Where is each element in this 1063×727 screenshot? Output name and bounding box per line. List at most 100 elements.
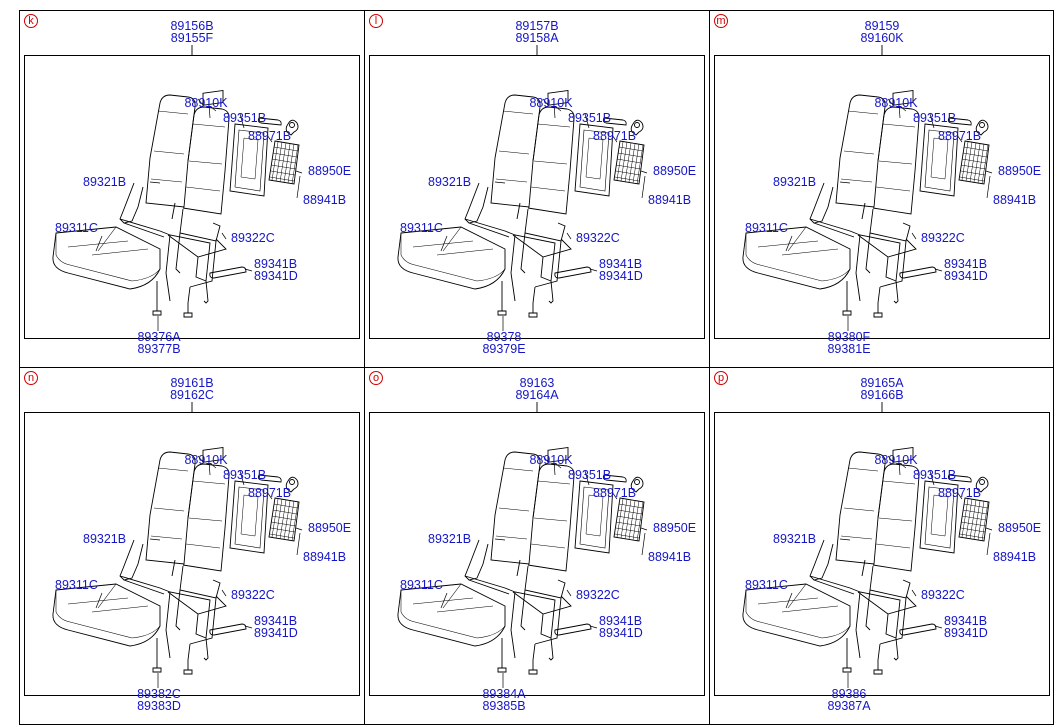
- part-bracket[interactable]: 89322C: [576, 588, 620, 602]
- part-seat-back[interactable]: 89321B: [428, 175, 472, 189]
- part-side-a[interactable]: 89341B: [254, 614, 298, 628]
- part-cover-kit[interactable]: 88910K: [874, 96, 918, 110]
- diagram-panel: p 89165A 89166B: [709, 367, 1054, 725]
- part-cushion[interactable]: 89311C: [745, 221, 788, 235]
- part-bracket[interactable]: 89322C: [921, 588, 965, 602]
- part-bottom-1[interactable]: 89382C: [137, 687, 181, 701]
- panel-marker: k: [24, 14, 38, 28]
- assembly-number-2[interactable]: 89166B: [860, 388, 904, 402]
- assembly-number-1[interactable]: 89156B: [170, 19, 214, 33]
- assembly-number-1[interactable]: 89163: [519, 376, 555, 390]
- part-side-a[interactable]: 89341B: [599, 257, 643, 271]
- panel-marker: p: [714, 371, 728, 385]
- assembly-number-1[interactable]: 89161B: [170, 376, 214, 390]
- part-seat-back[interactable]: 89321B: [773, 532, 817, 546]
- part-cushion[interactable]: 89311C: [400, 221, 443, 235]
- part-handle[interactable]: 88971B: [248, 486, 292, 500]
- panel-marker: m: [714, 14, 728, 28]
- part-bracket[interactable]: 89322C: [921, 231, 965, 245]
- part-net[interactable]: 88941B: [303, 550, 347, 564]
- part-cover-kit[interactable]: 88910K: [874, 453, 918, 467]
- part-side-a[interactable]: 89341B: [254, 257, 298, 271]
- assembly-number-2[interactable]: 89160K: [860, 31, 904, 45]
- part-cushion[interactable]: 89311C: [400, 578, 443, 592]
- part-hook[interactable]: 88950E: [653, 164, 697, 178]
- part-seat-back[interactable]: 89321B: [773, 175, 817, 189]
- part-bottom-2[interactable]: 89383D: [137, 699, 181, 713]
- part-handle[interactable]: 88971B: [593, 129, 637, 143]
- part-bottom-2[interactable]: 89387A: [827, 699, 871, 713]
- part-net[interactable]: 88941B: [993, 550, 1037, 564]
- part-bracket[interactable]: 89322C: [231, 231, 275, 245]
- assembly-number-1[interactable]: 89157B: [515, 19, 559, 33]
- part-side-b[interactable]: 89341D: [599, 626, 643, 640]
- assembly-number-2[interactable]: 89158A: [515, 31, 559, 45]
- part-bottom-1[interactable]: 89384A: [482, 687, 526, 701]
- part-hook[interactable]: 88950E: [308, 164, 352, 178]
- part-net[interactable]: 88941B: [993, 193, 1037, 207]
- part-hook[interactable]: 88950E: [308, 521, 352, 535]
- part-side-a[interactable]: 89341B: [599, 614, 643, 628]
- part-cushion[interactable]: 89311C: [55, 221, 98, 235]
- part-hook[interactable]: 88950E: [998, 521, 1042, 535]
- diagram-panel: m 89159 89160K: [709, 10, 1054, 368]
- assembly-number-2[interactable]: 89155F: [170, 31, 214, 45]
- part-cover-kit[interactable]: 88910K: [529, 96, 573, 110]
- assembly-number-1[interactable]: 89159: [864, 19, 900, 33]
- panel-marker: l: [369, 14, 383, 28]
- part-side-a[interactable]: 89341B: [944, 614, 988, 628]
- part-side-b[interactable]: 89341D: [254, 626, 298, 640]
- part-frame-back[interactable]: 89351B: [223, 111, 267, 125]
- part-handle[interactable]: 88971B: [938, 129, 982, 143]
- assembly-number-2[interactable]: 89162C: [170, 388, 214, 402]
- part-seat-back[interactable]: 89321B: [83, 175, 127, 189]
- part-bottom-1[interactable]: 89380F: [827, 330, 871, 344]
- exploded-view-frame: [24, 55, 360, 339]
- part-bracket[interactable]: 89322C: [576, 231, 620, 245]
- part-side-b[interactable]: 89341D: [254, 269, 298, 283]
- part-net[interactable]: 88941B: [648, 193, 692, 207]
- part-frame-back[interactable]: 89351B: [568, 468, 612, 482]
- part-handle[interactable]: 88971B: [938, 486, 982, 500]
- diagram-panel: o 89163 89164A: [364, 367, 710, 725]
- panel-marker: n: [24, 371, 38, 385]
- part-frame-back[interactable]: 89351B: [913, 468, 957, 482]
- assembly-number-2[interactable]: 89164A: [515, 388, 559, 402]
- part-cover-kit[interactable]: 88910K: [184, 96, 228, 110]
- diagram-panel: n 89161B 89162C: [19, 367, 365, 725]
- part-side-b[interactable]: 89341D: [599, 269, 643, 283]
- exploded-view-frame: [369, 412, 705, 696]
- part-frame-back[interactable]: 89351B: [568, 111, 612, 125]
- part-bottom-2[interactable]: 89381E: [827, 342, 871, 356]
- part-side-b[interactable]: 89341D: [944, 626, 988, 640]
- diagram-panel: l 89157B 89158A: [364, 10, 710, 368]
- exploded-view-frame: [714, 55, 1050, 339]
- part-cushion[interactable]: 89311C: [55, 578, 98, 592]
- part-handle[interactable]: 88971B: [248, 129, 292, 143]
- exploded-view-frame: [24, 412, 360, 696]
- part-bottom-1[interactable]: 89386: [831, 687, 867, 701]
- part-seat-back[interactable]: 89321B: [83, 532, 127, 546]
- part-bottom-1[interactable]: 89378: [486, 330, 522, 344]
- part-side-b[interactable]: 89341D: [944, 269, 988, 283]
- part-hook[interactable]: 88950E: [653, 521, 697, 535]
- part-bottom-2[interactable]: 89377B: [137, 342, 181, 356]
- part-bottom-2[interactable]: 89379E: [482, 342, 526, 356]
- part-handle[interactable]: 88971B: [593, 486, 637, 500]
- exploded-view-frame: [369, 55, 705, 339]
- diagram-panel: k 89156B 89155F: [19, 10, 365, 368]
- part-net[interactable]: 88941B: [648, 550, 692, 564]
- part-bracket[interactable]: 89322C: [231, 588, 275, 602]
- part-bottom-2[interactable]: 89385B: [482, 699, 526, 713]
- part-side-a[interactable]: 89341B: [944, 257, 988, 271]
- part-cover-kit[interactable]: 88910K: [529, 453, 573, 467]
- part-hook[interactable]: 88950E: [998, 164, 1042, 178]
- part-bottom-1[interactable]: 89376A: [137, 330, 181, 344]
- part-cover-kit[interactable]: 88910K: [184, 453, 228, 467]
- part-frame-back[interactable]: 89351B: [223, 468, 267, 482]
- part-net[interactable]: 88941B: [303, 193, 347, 207]
- part-cushion[interactable]: 89311C: [745, 578, 788, 592]
- assembly-number-1[interactable]: 89165A: [860, 376, 904, 390]
- part-frame-back[interactable]: 89351B: [913, 111, 957, 125]
- part-seat-back[interactable]: 89321B: [428, 532, 472, 546]
